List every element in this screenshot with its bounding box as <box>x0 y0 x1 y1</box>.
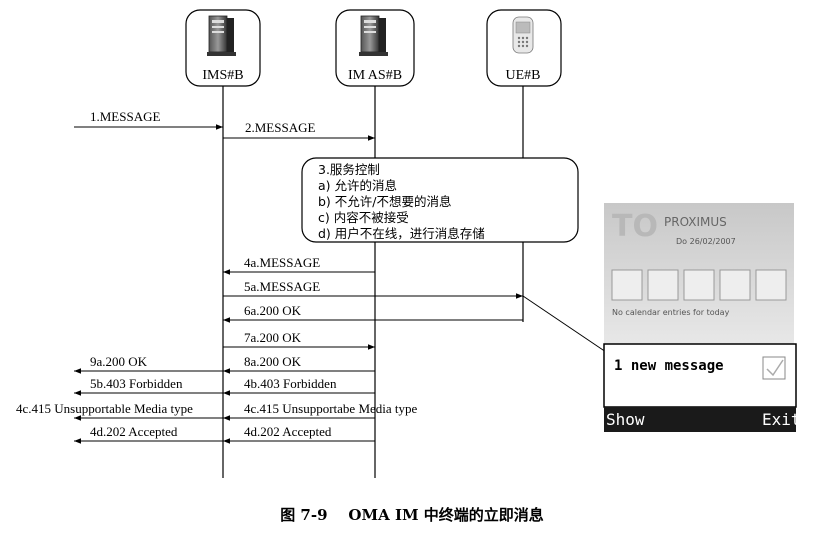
svg-text:4c.415 Unsupportabe Media type: 4c.415 Unsupportabe Media type <box>244 401 418 416</box>
entity-ims: IMS#B <box>185 9 261 87</box>
message-5b: 5b.403 Forbidden <box>74 376 223 396</box>
softkey-exit[interactable]: Exit <box>762 410 801 429</box>
entity-label: IM AS#B <box>348 68 402 83</box>
message-4d-ims: 4d.202 Accepted <box>223 424 375 444</box>
svg-text:9a.200 OK: 9a.200 OK <box>90 354 148 369</box>
svg-text:5b.403 Forbidden: 5b.403 Forbidden <box>90 376 183 391</box>
svg-text:d) 用户不在线，进行消息存储: d) 用户不在线，进行消息存储 <box>318 226 485 241</box>
message-5a: 5a.MESSAGE <box>223 279 523 299</box>
svg-text:8a.200 OK: 8a.200 OK <box>244 354 302 369</box>
message-1: 1.MESSAGE <box>74 109 223 130</box>
figure-caption: 图 7-9 OMA IM 中终端的立即消息 <box>280 506 544 524</box>
app-icons-row <box>611 269 787 301</box>
svg-text:2.MESSAGE: 2.MESSAGE <box>245 120 315 135</box>
new-message-text: 1 new message <box>614 358 724 374</box>
message-4c-ims: 4c.415 Unsupportabe Media type <box>223 401 418 421</box>
message-4b: 4b.403 Forbidden <box>223 376 375 396</box>
svg-text:4a.MESSAGE: 4a.MESSAGE <box>244 255 320 270</box>
svg-text:1.MESSAGE: 1.MESSAGE <box>90 109 160 124</box>
svg-text:4b.403 Forbidden: 4b.403 Forbidden <box>244 376 337 391</box>
svg-text:5a.MESSAGE: 5a.MESSAGE <box>244 279 320 294</box>
svg-text:4d.202 Accepted: 4d.202 Accepted <box>244 424 332 439</box>
operator-name: PROXIMUS <box>664 215 727 229</box>
entity-label: IMS#B <box>202 68 243 83</box>
message-9a: 9a.200 OK <box>74 354 223 374</box>
entity-imas: IM AS#B <box>335 9 415 87</box>
server-icon <box>207 15 236 56</box>
mobile-phone-icon <box>512 16 534 54</box>
message-6a: 6a.200 OK <box>223 303 523 323</box>
message-4a: 4a.MESSAGE <box>223 255 375 275</box>
message-4c-user: 4c.415 Unsupportable Media type <box>16 401 223 421</box>
message-8a: 8a.200 OK <box>223 354 375 374</box>
softkey-bar <box>604 407 796 432</box>
calendar-status: No calendar entries for today <box>612 308 730 317</box>
message-7a: 7a.200 OK <box>223 330 375 350</box>
svg-text:7a.200 OK: 7a.200 OK <box>244 330 302 345</box>
svg-text:b) 不允许/不想要的消息: b) 不允许/不想要的消息 <box>318 194 452 209</box>
phone-screenshot: TO PROXIMUS Do 26/02/2007 No calendar en… <box>603 203 801 432</box>
service-control-note: 3.服务控制 a) 允许的消息 b) 不允许/不想要的消息 c) 内容不被接受 … <box>301 157 579 243</box>
svg-text:c) 内容不被接受: c) 内容不被接受 <box>318 210 409 225</box>
svg-text:4d.202 Accepted: 4d.202 Accepted <box>90 424 178 439</box>
svg-text:a) 允许的消息: a) 允许的消息 <box>318 178 397 193</box>
entity-label: UE#B <box>506 68 541 83</box>
server-icon <box>359 15 388 56</box>
message-4d-user: 4d.202 Accepted <box>74 424 223 444</box>
entity-ue: UE#B <box>486 9 562 87</box>
message-2: 2.MESSAGE <box>223 120 375 141</box>
pointer-line <box>522 295 607 353</box>
svg-text:6a.200 OK: 6a.200 OK <box>244 303 302 318</box>
svg-text:3.服务控制: 3.服务控制 <box>318 162 380 177</box>
svg-text:4c.415 Unsupportable Media typ: 4c.415 Unsupportable Media type <box>16 401 193 416</box>
operator-logo: TO <box>612 209 658 244</box>
phone-date: Do 26/02/2007 <box>676 237 736 246</box>
softkey-show[interactable]: Show <box>606 410 645 429</box>
message-envelope-icon <box>762 356 786 380</box>
